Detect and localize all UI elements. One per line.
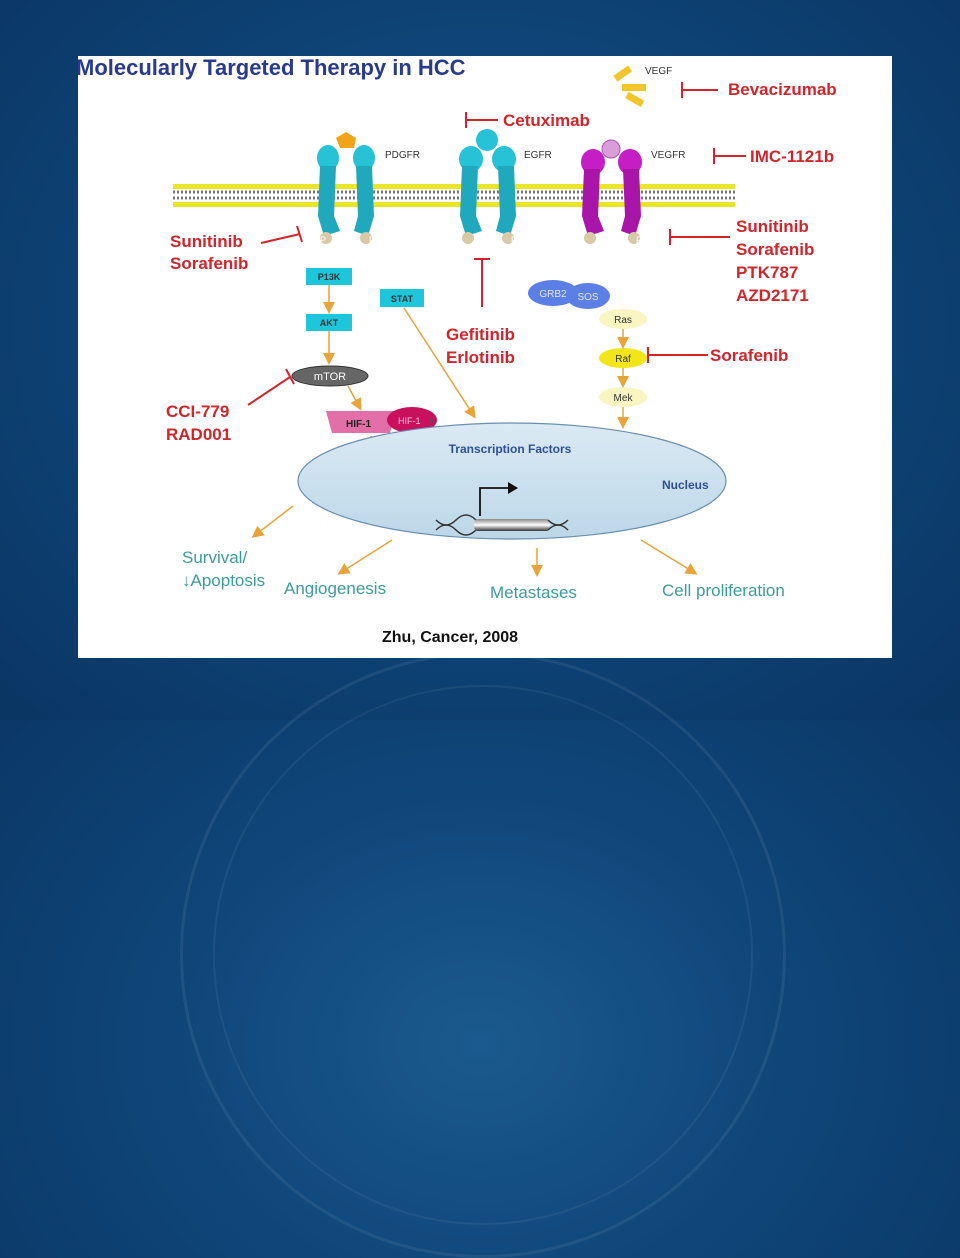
drug-label-sunitinib: Sunitinib [736, 217, 809, 236]
outcome-cell-proliferation: Cell proliferation [662, 581, 785, 600]
signal-arrows [251, 285, 698, 577]
pi3k-node [306, 268, 352, 285]
sos-label: SOS [577, 292, 598, 303]
raf-node [599, 348, 647, 368]
grb2-label: GRB2 [539, 289, 567, 300]
phospho-label: P [576, 235, 582, 245]
raf-label: Raf [615, 354, 631, 365]
phospho-label: P [511, 235, 517, 245]
outcome-angiogenesis: Angiogenesis [284, 579, 386, 598]
phospho-label: P [636, 235, 642, 245]
nucleus-label: Nucleus [662, 478, 709, 492]
phospho-label: P [451, 235, 457, 245]
sos-node [566, 283, 610, 309]
grb2-node [528, 280, 578, 306]
vegfr-receptor-icon [581, 139, 642, 244]
ras-label: Ras [614, 315, 632, 326]
pdgfr-receptor-icon [317, 132, 375, 244]
drug-label-sorafenib: Sorafenib [736, 240, 814, 259]
egfr-label: EGFR [524, 150, 552, 161]
drug-label-sunitinib: Sunitinib [170, 232, 243, 251]
drug-label-cetuximab: Cetuximab [503, 111, 590, 130]
slide-panel: Molecularly Targeted Therapy in HCC VEGF… [78, 56, 892, 658]
pi3k-label: P13K [318, 272, 341, 282]
drug-label-cci-779: CCI-779 [166, 402, 229, 421]
mtor-label: mTOR [314, 371, 346, 383]
drug-label-sorafenib: Sorafenib [170, 254, 248, 273]
egfr-receptor-icon [459, 129, 516, 244]
hif-beta-symbol: β [428, 416, 434, 426]
ras-node [599, 309, 647, 329]
drug-label-rad001: RAD001 [166, 425, 231, 444]
cell-membrane [173, 184, 735, 208]
inhibitor-lines [247, 82, 746, 406]
drug-label-bevacizumab: Bevacizumab [728, 80, 837, 99]
slide-title: Molecularly Targeted Therapy in HCC [78, 56, 466, 80]
akt-label: AKT [320, 318, 339, 328]
outcome-metastases: Metastases [490, 583, 577, 602]
hif-1a-label: HIF-1 [346, 419, 371, 430]
mtor-node [291, 365, 369, 387]
mek-label: Mek [614, 393, 634, 404]
akt-node [306, 314, 352, 331]
drug-label-imc-1121b: IMC-1121b [750, 147, 834, 166]
hif-1b-node [387, 407, 437, 433]
citation: Zhu, Cancer, 2008 [382, 629, 518, 646]
pathway-diagram: Molecularly Targeted Therapy in HCC VEGF… [78, 56, 837, 646]
vegf-label: VEGF [645, 66, 672, 77]
drug-label-erlotinib: Erlotinib [446, 348, 515, 367]
dna-icon [435, 482, 569, 536]
drug-label-sorafenib-raf: Sorafenib [710, 346, 788, 365]
hif-1a-node [326, 411, 396, 433]
outcome-apoptosis: ↓Apoptosis [182, 571, 265, 590]
stat-node [380, 289, 424, 307]
mek-node [599, 387, 647, 407]
outcome-survival: Survival/ [182, 548, 247, 567]
pdgfr-label: PDGFR [385, 150, 420, 161]
drug-label-azd2171: AZD2171 [736, 286, 809, 305]
vegf-ligand-icon [613, 65, 646, 107]
phospho-label: P [369, 235, 375, 245]
vegfr-label: VEGFR [651, 150, 685, 161]
transcription-factors-label: Transcription Factors [449, 442, 572, 456]
background-seal-watermark [180, 652, 786, 1258]
phospho-label: P [320, 235, 326, 245]
drug-label-gefitinib: Gefitinib [446, 325, 515, 344]
hif-1b-label: HIF-1 [398, 416, 421, 426]
drug-label-ptk787: PTK787 [736, 263, 798, 282]
nucleus [297, 422, 727, 540]
stat-label: STAT [391, 294, 414, 304]
